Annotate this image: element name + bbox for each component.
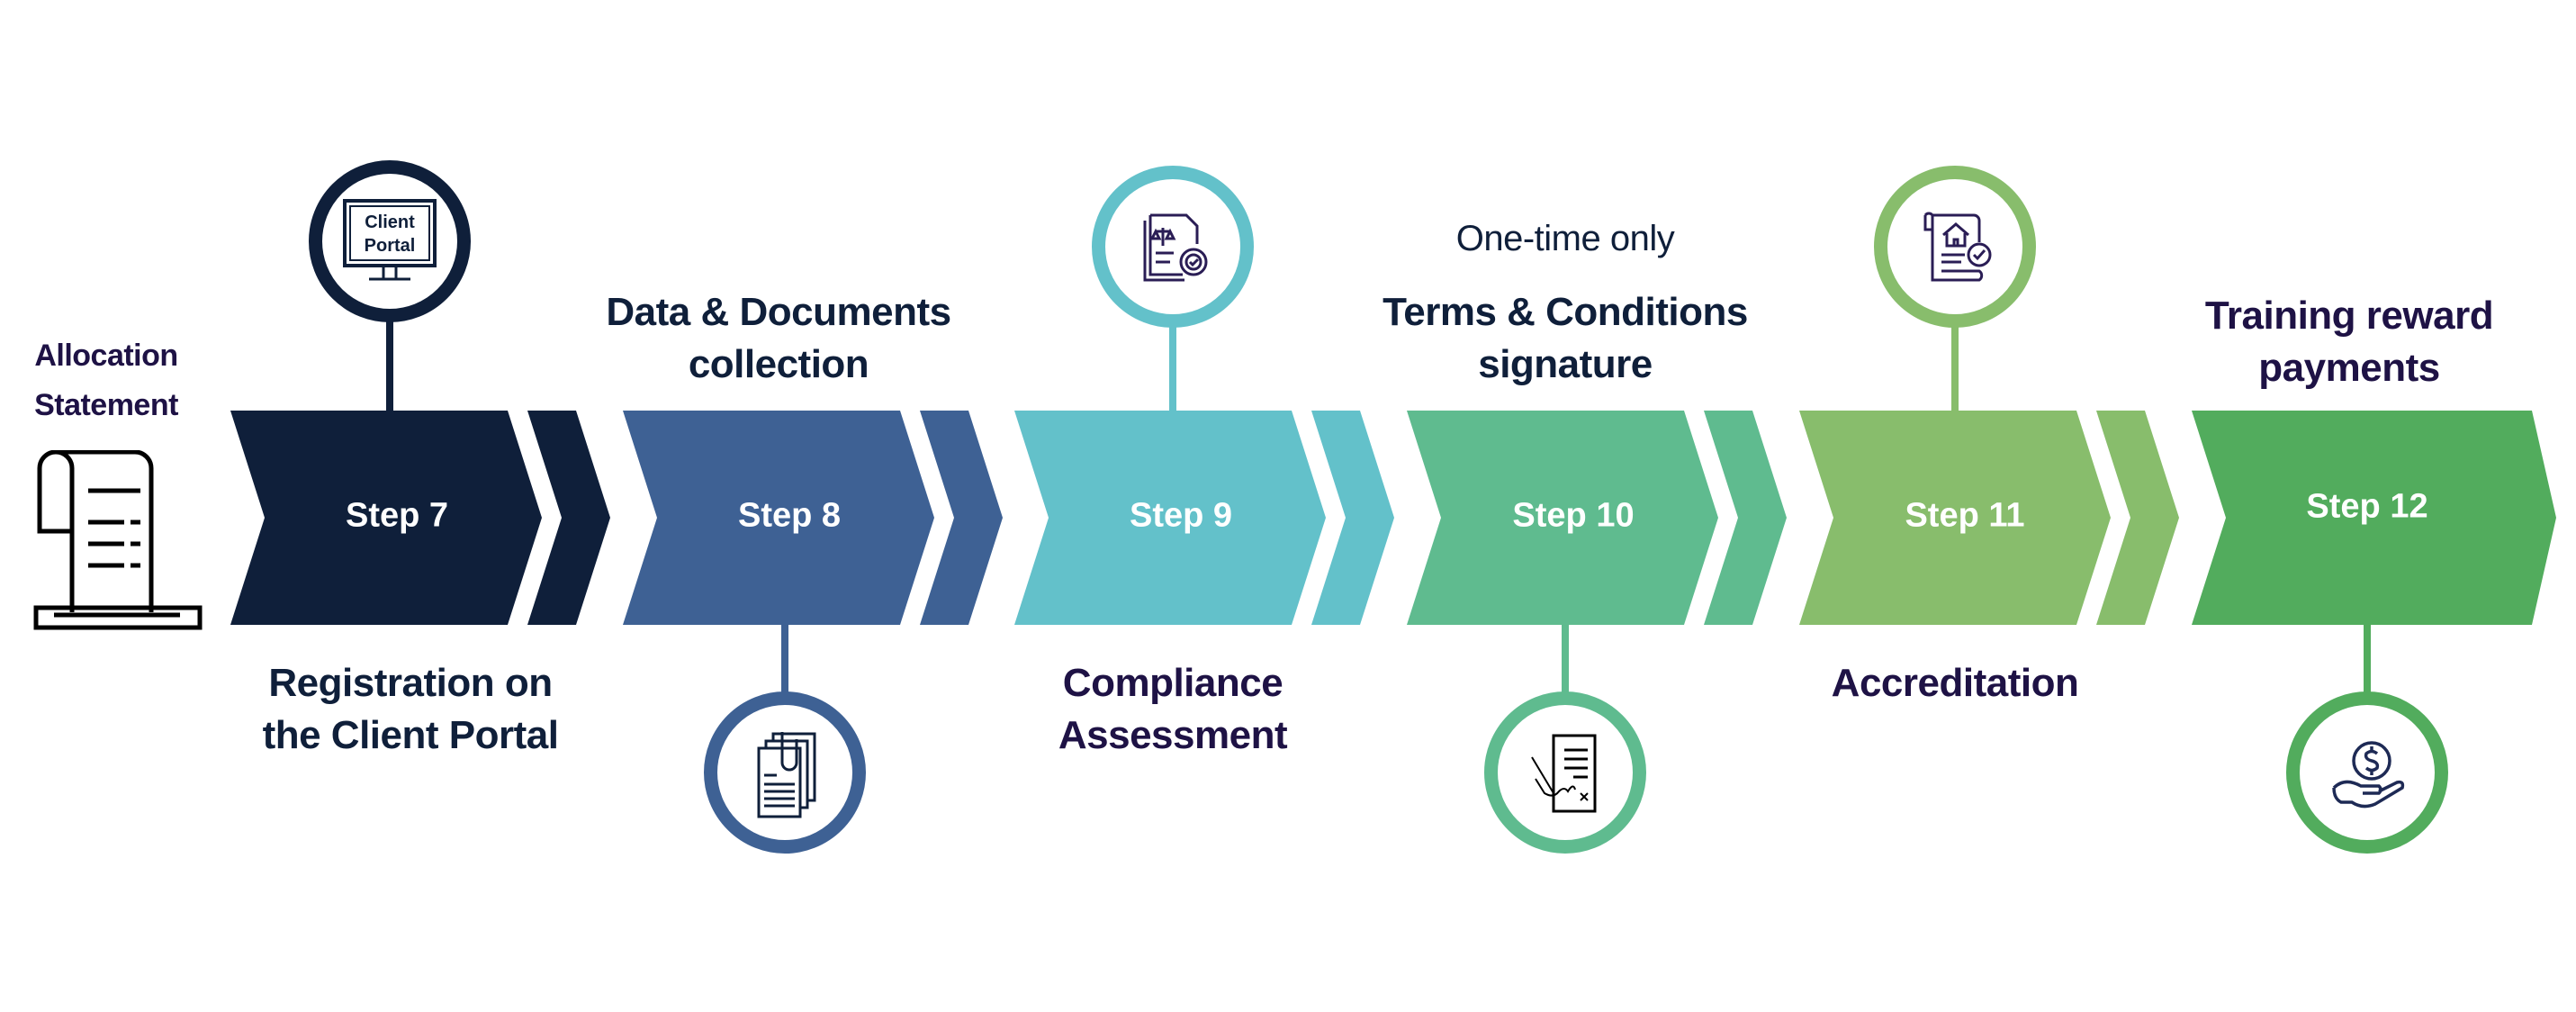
step-8-label: Step 8 xyxy=(737,496,842,535)
step-10-connector xyxy=(1562,625,1569,706)
step-10-title: Terms & Conditions signature xyxy=(1383,286,1748,391)
step-9-connector-chevron xyxy=(1311,411,1394,625)
title-line: Accreditation xyxy=(1831,661,2079,705)
step-11-icon-circle xyxy=(1874,166,2036,328)
title-line: Data & Documents xyxy=(606,290,951,334)
title-line: collection xyxy=(688,342,869,386)
step-8-title: Data & Documents collection xyxy=(606,286,951,391)
step-11-label: Step 11 xyxy=(1905,496,2025,535)
step-7-icon-circle: Client Portal xyxy=(309,160,471,322)
title-line: Compliance xyxy=(1062,661,1283,705)
one-time-only-note: One-time only xyxy=(1455,219,1675,258)
step-10-label: Step 10 xyxy=(1512,496,1635,535)
step-11-chevron xyxy=(1799,411,2111,625)
step-11-title: Accreditation xyxy=(1832,657,2079,709)
title-line: Registration on xyxy=(268,661,553,705)
step-9-icon-circle xyxy=(1092,166,1254,328)
step-12-connector xyxy=(2364,625,2371,706)
certificate-house-icon xyxy=(1923,212,1992,282)
allocation-statement-label: Allocation Statement xyxy=(34,331,178,430)
icon-text: Client xyxy=(365,212,415,232)
step-12-icon-circle xyxy=(2286,691,2448,854)
documents-stack-icon xyxy=(757,732,816,818)
title-line: Terms & Conditions xyxy=(1383,290,1748,334)
title-line: Assessment xyxy=(1058,713,1288,757)
step-10-connector-chevron xyxy=(1704,411,1787,625)
label-line: Statement xyxy=(34,388,178,422)
signature-document-icon xyxy=(1531,734,1597,813)
step-7-chevron xyxy=(230,411,542,625)
step-7-connector xyxy=(386,306,393,412)
label-line: Allocation xyxy=(34,339,178,373)
step-7-connector-chevron xyxy=(527,411,610,625)
step-12-title: Training reward payments xyxy=(2204,290,2494,394)
step-8-connector-chevron xyxy=(920,411,1003,625)
step-8-icon-circle xyxy=(704,691,866,854)
icon-text: Portal xyxy=(365,236,416,256)
step-12-chevron xyxy=(2192,411,2556,625)
title-line: payments xyxy=(2258,346,2440,390)
step-11-connector xyxy=(1951,312,1959,412)
client-portal-monitor-icon: Client Portal xyxy=(343,199,437,281)
compliance-document-gear-icon xyxy=(1143,213,1208,282)
step-9-chevron xyxy=(1014,411,1326,625)
step-7-title: Registration on the Client Portal xyxy=(263,657,559,762)
step-10-icon-circle xyxy=(1484,691,1646,854)
step-9-connector xyxy=(1169,312,1176,412)
step-9-label: Step 9 xyxy=(1129,496,1233,535)
title-line: the Client Portal xyxy=(262,713,559,757)
title-line: signature xyxy=(1478,342,1653,386)
title-line: Training reward xyxy=(2204,294,2494,338)
step-8-chevron xyxy=(623,411,934,625)
step-9-title: Compliance Assessment xyxy=(1058,657,1288,762)
step-10-chevron xyxy=(1407,411,1718,625)
step-11-connector-chevron xyxy=(2096,411,2179,625)
receipt-scroll-icon xyxy=(33,450,203,630)
step-8-connector xyxy=(781,625,788,706)
step-7-label: Step 7 xyxy=(345,496,449,535)
hand-coin-icon xyxy=(2332,741,2405,809)
step-12-label: Step 12 xyxy=(2306,487,2428,526)
